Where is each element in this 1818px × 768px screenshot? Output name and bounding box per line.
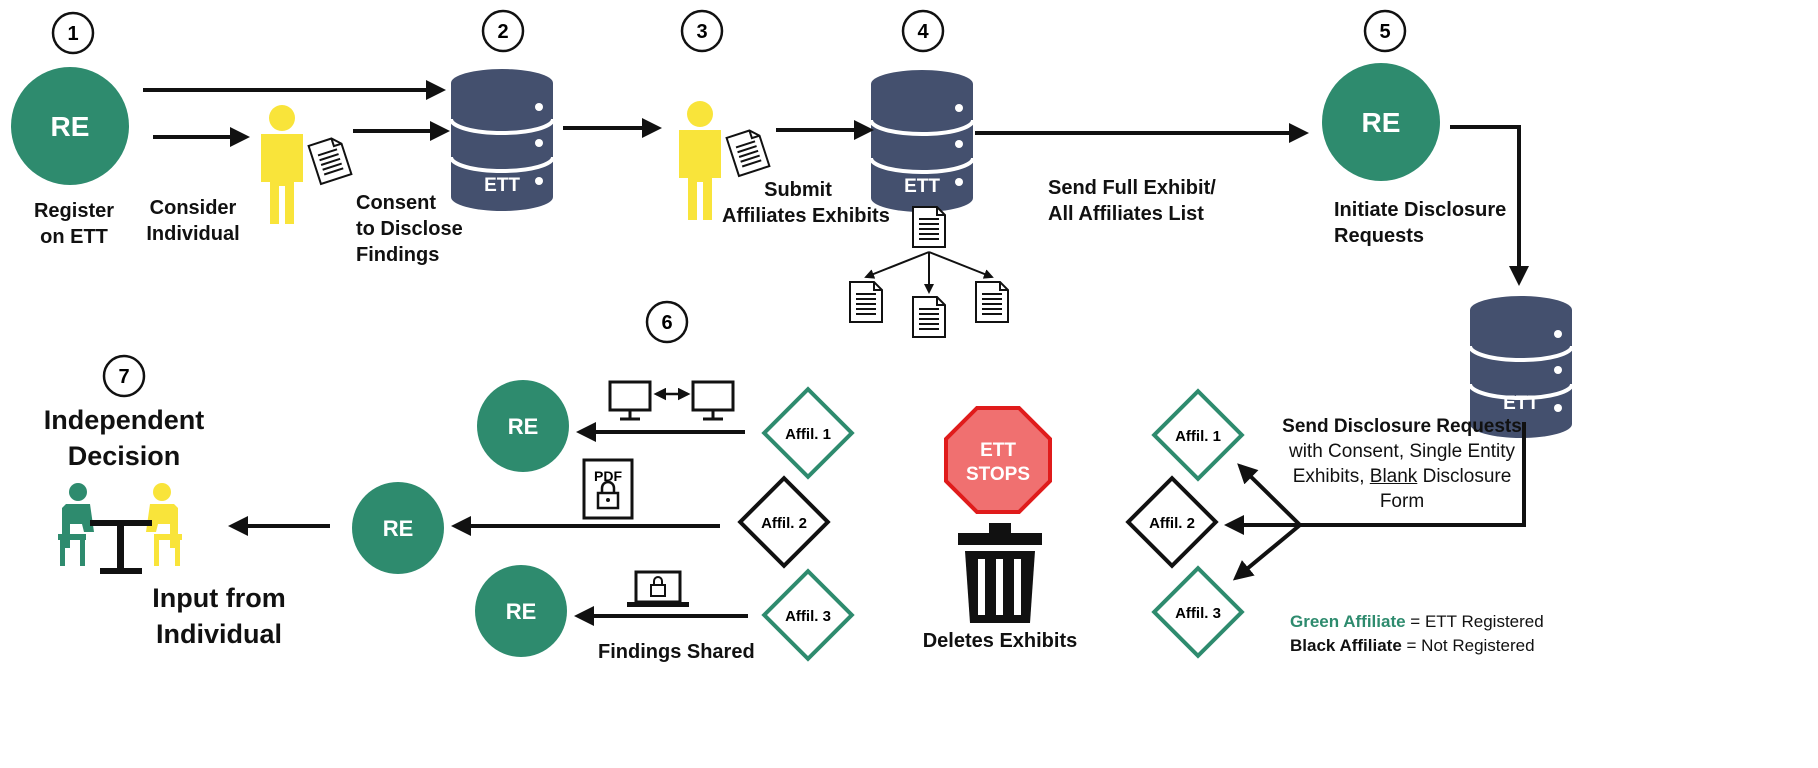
- affiliate-1-registered: Affil. 1: [1151, 388, 1245, 482]
- stop-label-line2: STOPS: [966, 464, 1030, 485]
- re-label: RE: [51, 111, 90, 142]
- affiliate-label: Affil. 2: [1149, 515, 1195, 532]
- affiliate-3-registered-step6: Affil. 3: [761, 568, 855, 662]
- step-number: 5: [1379, 21, 1390, 43]
- document-icon: [307, 135, 353, 185]
- document-icon: [849, 281, 883, 323]
- step-badge-3: 3: [680, 9, 724, 53]
- re-label: RE: [383, 516, 414, 541]
- pdf-lock-icon: PDF: [582, 458, 634, 520]
- re-label: RE: [506, 599, 537, 624]
- checklist-icon: [725, 127, 771, 177]
- step-badge-5: 5: [1363, 9, 1407, 53]
- monitor-icon: [608, 380, 652, 421]
- step-number: 1: [67, 23, 78, 45]
- person-icon: [679, 101, 721, 220]
- monitor-icon: [691, 380, 735, 421]
- flow-arrows-top: [143, 80, 1529, 581]
- affiliate-label: Affil. 3: [785, 608, 831, 625]
- ett-label: ETT: [484, 175, 520, 196]
- stop-label-line1: ETT: [980, 440, 1016, 461]
- caption-deletes: Deletes Exhibits: [922, 630, 1078, 652]
- step-number: 4: [917, 21, 929, 43]
- affiliate-label: Affil. 2: [761, 515, 807, 532]
- step-number: 7: [118, 366, 129, 388]
- re-node-6b: RE: [352, 482, 444, 574]
- caption-send-requests: Send Disclosure Requests with Consent, S…: [1282, 416, 1522, 512]
- step-number: 6: [661, 312, 672, 334]
- caption-findings-shared: Findings Shared: [598, 641, 755, 663]
- re-node-6a: RE: [477, 380, 569, 472]
- ett-label: ETT: [904, 176, 940, 197]
- step-badge-4: 4: [901, 9, 945, 53]
- database-icon-ett-4: ETT: [869, 68, 975, 214]
- legend-green-def: = ETT Registered: [1405, 612, 1544, 631]
- legend-black-term: Black Affiliate: [1290, 636, 1402, 655]
- affiliate-1-registered-step6: Affil. 1: [761, 386, 855, 480]
- stop-sign-icon: ETT STOPS: [944, 406, 1052, 514]
- database-icon-ett-5: ETT: [1468, 294, 1574, 440]
- affiliate-label: Affil. 1: [785, 426, 831, 443]
- step-number: 3: [696, 21, 707, 43]
- step-badge-6: 6: [645, 300, 689, 344]
- ett-label: ETT: [1503, 393, 1539, 414]
- laptop-lock-icon: [627, 570, 689, 607]
- legend: Green Affiliate = ETT Registered Black A…: [1290, 610, 1544, 658]
- flow-arrows-step6: [228, 422, 748, 626]
- document-icon: [912, 206, 946, 248]
- trash-icon: [958, 523, 1042, 623]
- affiliate-2-unregistered-step6: Affil. 2: [737, 475, 831, 569]
- step-badge-7: 7: [102, 354, 146, 398]
- step-badge-2: 2: [481, 9, 525, 53]
- re-node-1: RE: [11, 67, 129, 185]
- affiliate-2-unregistered: Affil. 2: [1125, 475, 1219, 569]
- legend-black-def: = Not Registered: [1401, 636, 1535, 655]
- re-node-6c: RE: [475, 565, 567, 657]
- pdf-label: PDF: [594, 468, 622, 484]
- step-number: 2: [497, 21, 508, 43]
- affiliate-label: Affil. 1: [1175, 428, 1221, 445]
- re-node-5: RE: [1322, 63, 1440, 181]
- legend-green-term: Green Affiliate: [1290, 612, 1406, 631]
- caption-send-full: Send Full Exhibit/All Affiliates List: [1048, 177, 1216, 225]
- re-label: RE: [508, 414, 539, 439]
- affiliate-3-registered: Affil. 3: [1151, 565, 1245, 659]
- affiliate-label: Affil. 3: [1175, 605, 1221, 622]
- re-label: RE: [1362, 107, 1401, 138]
- document-icon: [912, 296, 946, 338]
- person-icon: [261, 105, 303, 224]
- meeting-icon: [58, 483, 182, 574]
- document-icon: [975, 281, 1009, 323]
- document-tree-arrows: [864, 251, 994, 294]
- database-icon-ett-2: ETT: [449, 67, 555, 213]
- step-badge-1: 1: [51, 11, 95, 55]
